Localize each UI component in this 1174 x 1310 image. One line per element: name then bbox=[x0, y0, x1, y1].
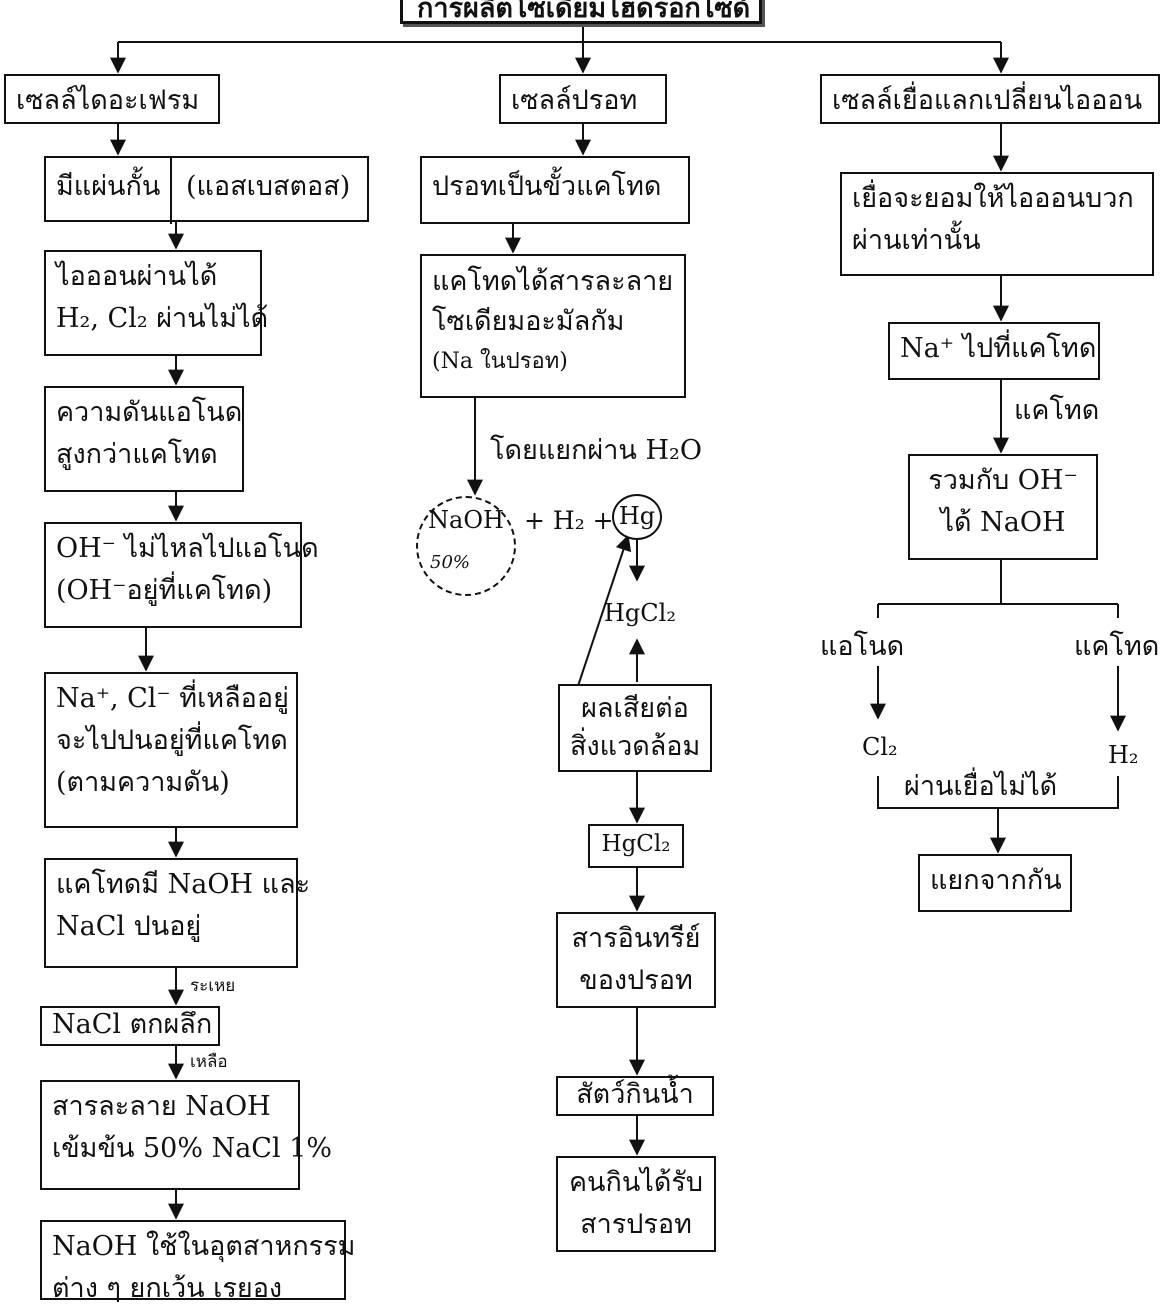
diaphragm-cell-header: เซลล์ไดอะเฟรม bbox=[4, 74, 220, 124]
na-to-cathode-text: Na⁺ ไปที่แคโทด bbox=[900, 333, 1097, 364]
no-pass-label: ผ่านเยื่อไม่ได้ bbox=[904, 771, 1058, 802]
diaphragm-separator-box: มีแผ่นกั้น (แอสเบสตอส) bbox=[44, 156, 369, 224]
h2-label: H₂ bbox=[1108, 741, 1139, 769]
diaphragm-separator-note: (แอสเบสตอส) bbox=[186, 171, 351, 202]
diaphragm-usage-box: NaOH ใช้ในอุตสาหกรรม ต่าง ๆ ยกเว้น เรยอง bbox=[40, 1220, 356, 1304]
mix-line-3: (ตามความดัน) bbox=[56, 767, 230, 798]
diaphragm-pressure-box: ความดันแอโนด สูงกว่าแคโทด bbox=[44, 386, 244, 492]
allow-line-2: ผ่านเท่านั้น bbox=[852, 225, 981, 256]
membrane-combine-box: รวมกับ OH⁻ ได้ NaOH bbox=[908, 454, 1098, 560]
pressure-line-1: ความดันแอโนด bbox=[56, 397, 243, 428]
remain-label: เหลือ bbox=[190, 1052, 228, 1072]
amalgam-line-3: (Na ในปรอท) bbox=[432, 349, 568, 374]
combine-line-1: รวมกับ OH⁻ bbox=[928, 465, 1078, 496]
mix-line-2: จะไปปนอยู่ที่แคโทด bbox=[56, 725, 288, 756]
diaphragm-ion-pass-box: ไอออนผ่านได้ H₂, Cl₂ ผ่านไม่ได้ bbox=[44, 250, 269, 356]
impact-line-1: ผลเสียต่อ bbox=[581, 693, 689, 724]
hg-product-circle: Hg bbox=[612, 494, 662, 540]
diaphragm-separator-text: มีแผ่นกั้น bbox=[56, 171, 161, 202]
diaphragm-oh-box: OH⁻ ไม่ไหลไปแอโนด (OH⁻อยู่ที่แคโทด) bbox=[44, 522, 319, 628]
organic-line-2: ของปรอท bbox=[579, 965, 693, 996]
ion-pass-line-1: ไอออนผ่านได้ bbox=[56, 261, 218, 292]
human-line-2: สารปรอท bbox=[580, 1209, 692, 1240]
mercury-cathode-text: ปรอทเป็นขั้วแคโทด bbox=[432, 171, 662, 202]
diaphragm-solution-box: สารละลาย NaOH เข้มข้น 50% NaCl 1% bbox=[40, 1080, 333, 1190]
mercury-human-box: คนกินได้รับ สารปรอท bbox=[556, 1156, 716, 1252]
usage-line-1: NaOH ใช้ในอุตสาหกรรม bbox=[52, 1231, 356, 1262]
via-water-label: โดยแยกผ่าน H₂O bbox=[490, 435, 702, 466]
cathode-branch-label: แคโทด bbox=[1074, 631, 1160, 662]
diaphragm-cathode-box: แคโทดมี NaOH และ NaCl ปนอยู่ bbox=[44, 858, 311, 968]
membrane-cell-header: เซลล์เยื่อแลกเปลี่ยนไอออน bbox=[820, 74, 1160, 124]
allow-line-1: เยื่อจะยอมให้ไอออนบวก bbox=[852, 183, 1134, 214]
naoh-percent: 50% bbox=[430, 552, 471, 573]
oh-line-1: OH⁻ ไม่ไหลไปแอโนด bbox=[56, 533, 319, 564]
oh-line-2: (OH⁻อยู่ที่แคโทด) bbox=[56, 575, 273, 606]
mercury-hgcl2-box: HgCl₂ bbox=[588, 824, 684, 868]
impact-line-2: สิ่งแวดล้อม bbox=[570, 731, 701, 762]
human-line-1: คนกินได้รับ bbox=[568, 1167, 704, 1198]
mercury-cell-header: เซลล์ปรอท bbox=[499, 74, 667, 124]
ion-pass-line-2: H₂, Cl₂ ผ่านไม่ได้ bbox=[56, 303, 269, 334]
mercury-organic-box: สารอินทรีย์ ของปรอท bbox=[556, 912, 716, 1008]
membrane-separate-box: แยกจากกัน bbox=[918, 854, 1072, 912]
membrane-cathode-arrow-label: แคโทด bbox=[1014, 395, 1100, 426]
diagram-title-text: การผลิตโซเดียมไฮดรอกไซด์ bbox=[417, 0, 751, 24]
diaphragm-mix-box: Na⁺, Cl⁻ ที่เหลืออยู่ จะไปปนอยู่ที่แคโทด… bbox=[44, 672, 298, 828]
usage-line-2: ต่าง ๆ ยกเว้น เรยอง bbox=[52, 1273, 283, 1304]
solution-line-1: สารละลาย NaOH bbox=[52, 1091, 271, 1122]
plus-h2-label: + H₂ + bbox=[524, 506, 614, 535]
membrane-cell-header-text: เซลล์เยื่อแลกเปลี่ยนไอออน bbox=[832, 85, 1143, 116]
cathode-line-1: แคโทดมี NaOH และ bbox=[56, 869, 311, 900]
amalgam-line-1: แคโทดได้สารละลาย bbox=[432, 266, 674, 297]
naoh-product-circle: NaOH 50% bbox=[416, 496, 516, 596]
anode-label: แอโนด bbox=[820, 631, 905, 662]
mercury-cathode-box: ปรอทเป็นขั้วแคโทด bbox=[420, 156, 690, 224]
cathode-line-2: NaCl ปนอยู่ bbox=[56, 911, 202, 942]
aquatic-text: สัตว์กินน้ำ bbox=[576, 1079, 694, 1110]
mercury-aquatic-box: สัตว์กินน้ำ bbox=[556, 1076, 714, 1116]
solution-line-2: เข้มข้น 50% NaCl 1% bbox=[52, 1133, 333, 1164]
membrane-allow-box: เยื่อจะยอมให้ไอออนบวก ผ่านเท่านั้น bbox=[840, 172, 1154, 276]
diaphragm-crystallize-box: NaCl ตกผลึก bbox=[40, 1006, 220, 1046]
cl2-label: Cl₂ bbox=[862, 733, 898, 761]
hgcl2-top-label: HgCl₂ bbox=[604, 599, 676, 627]
membrane-na-box: Na⁺ ไปที่แคโทด bbox=[888, 322, 1100, 380]
mercury-cell-header-text: เซลล์ปรอท bbox=[511, 85, 638, 116]
amalgam-line-2: โซเดียมอะมัลกัม bbox=[432, 306, 625, 337]
crystallize-text: NaCl ตกผลึก bbox=[52, 1009, 213, 1040]
diaphragm-cell-header-text: เซลล์ไดอะเฟรม bbox=[16, 85, 200, 116]
mercury-amalgam-box: แคโทดได้สารละลาย โซเดียมอะมัลกัม (Na ในป… bbox=[420, 254, 686, 398]
naoh-label: NaOH bbox=[428, 506, 504, 534]
mix-line-1: Na⁺, Cl⁻ ที่เหลืออยู่ bbox=[56, 683, 289, 714]
hgcl2-box-text: HgCl₂ bbox=[601, 831, 671, 857]
combine-line-2: ได้ NaOH bbox=[940, 507, 1066, 538]
organic-line-1: สารอินทรีย์ bbox=[571, 923, 701, 954]
evaporate-label: ระเหย bbox=[190, 976, 236, 996]
separate-text: แยกจากกัน bbox=[930, 865, 1062, 896]
pressure-line-2: สูงกว่าแคโทด bbox=[56, 439, 218, 470]
mercury-impact-box: ผลเสียต่อ สิ่งแวดล้อม bbox=[558, 684, 712, 772]
hg-label: Hg bbox=[618, 502, 656, 530]
diagram-title: การผลิตโซเดียมไฮดรอกไซด์ bbox=[400, 0, 762, 24]
